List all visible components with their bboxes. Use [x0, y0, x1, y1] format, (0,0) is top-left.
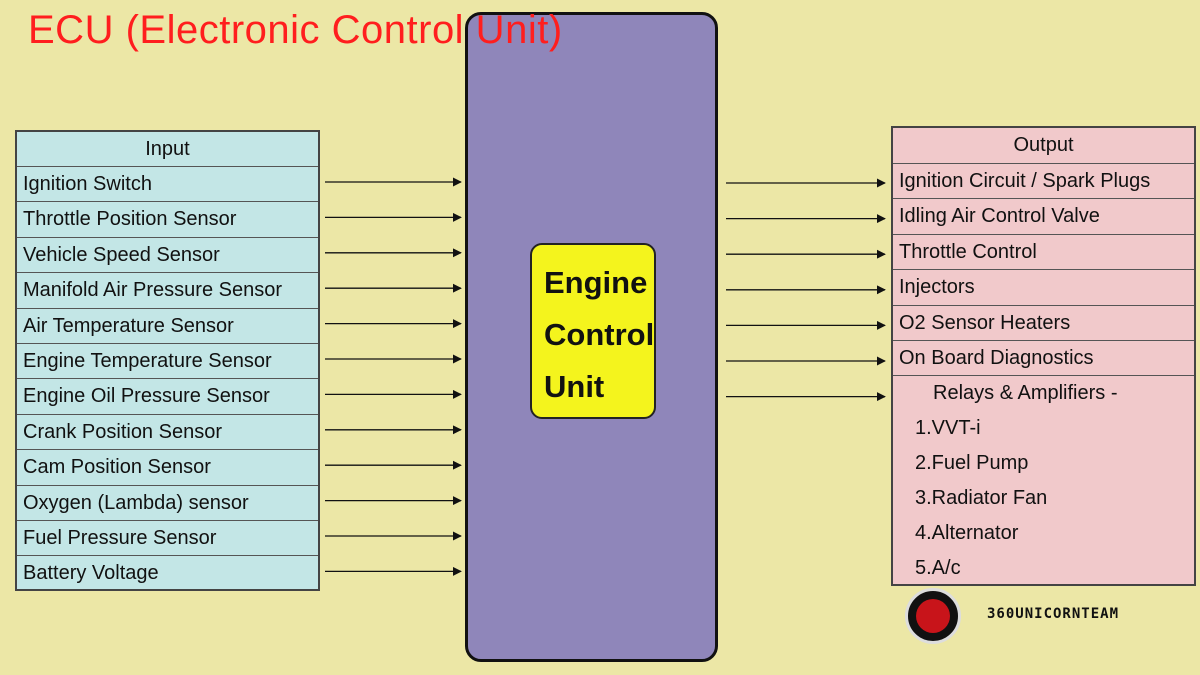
diagram-title: ECU (Electronic Control Unit)	[28, 8, 563, 52]
input-item: Fuel Pressure Sensor	[17, 521, 318, 557]
input-item: Manifold Air Pressure Sensor	[17, 273, 318, 309]
input-panel: Input Ignition Switch Throttle Position …	[15, 130, 320, 591]
unicorn-logo-icon	[905, 588, 961, 644]
relay-item: 1.VVT-i	[915, 417, 981, 440]
relays-header: Relays & Amplifiers -	[933, 382, 1118, 405]
input-item: Engine Oil Pressure Sensor	[17, 379, 318, 415]
input-item: Ignition Switch	[17, 167, 318, 203]
input-arrows	[325, 177, 462, 576]
relay-item: 4.Alternator	[915, 522, 1019, 545]
output-item: On Board Diagnostics	[893, 341, 1194, 377]
output-panel: Output Ignition Circuit / Spark Plugs Id…	[891, 126, 1196, 586]
input-item: Throttle Position Sensor	[17, 202, 318, 238]
relay-item: 3.Radiator Fan	[915, 487, 1048, 510]
output-header: Output	[893, 128, 1194, 164]
output-item: Throttle Control	[893, 235, 1194, 271]
input-header: Input	[17, 132, 318, 167]
ecu-label-line: Unit	[544, 369, 605, 404]
output-item: Idling Air Control Valve	[893, 199, 1194, 235]
input-item: Crank Position Sensor	[17, 415, 318, 451]
relay-item: 5.A/c	[915, 557, 961, 580]
ecu-label: Engine Control Unit	[530, 243, 656, 419]
input-item: Vehicle Speed Sensor	[17, 238, 318, 274]
relay-item: 2.Fuel Pump	[915, 452, 1029, 475]
brand-name: 360UNICORNTEAM	[987, 606, 1120, 622]
ecu-label-line: Engine	[544, 265, 648, 300]
output-item: O2 Sensor Heaters	[893, 306, 1194, 341]
brand-mark: 360UNICORNTEAM	[905, 586, 1195, 646]
input-item: Cam Position Sensor	[17, 450, 318, 486]
input-item: Battery Voltage	[23, 562, 159, 585]
input-item: Air Temperature Sensor	[17, 309, 318, 344]
ecu-label-line: Control	[544, 317, 655, 352]
input-item: Oxygen (Lambda) sensor	[17, 486, 318, 521]
input-item: Engine Temperature Sensor	[17, 344, 318, 380]
output-arrows	[726, 178, 886, 402]
output-item: Ignition Circuit / Spark Plugs	[893, 164, 1194, 200]
output-item: Injectors	[893, 270, 1194, 306]
